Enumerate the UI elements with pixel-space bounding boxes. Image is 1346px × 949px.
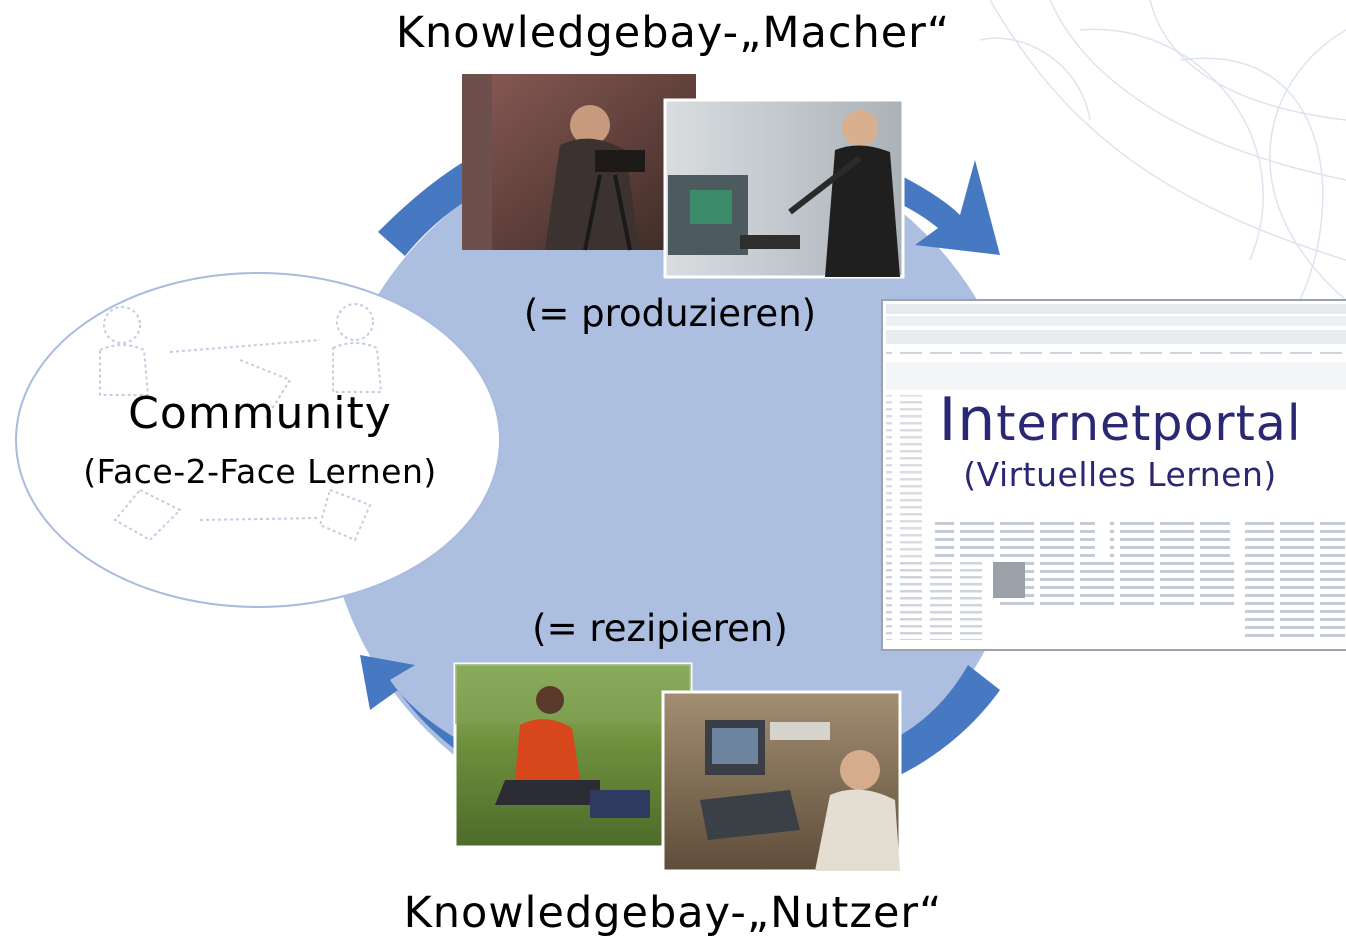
produce-label: (= produzieren): [523, 292, 817, 335]
receive-label: (= rezipieren): [532, 607, 788, 650]
arrow-bottom-right: [888, 665, 1000, 775]
photo-man-laptop-desk: [661, 690, 902, 873]
community-ellipse: [15, 272, 501, 608]
top-label-makers: Knowledgebay-„Macher“: [395, 8, 951, 58]
portal-title-initial: In: [938, 385, 997, 455]
cycle-disc: [324, 130, 1028, 834]
photo-cameraman: [462, 74, 696, 251]
arrow-bottom-left: [360, 655, 470, 760]
screenshot-knowledgebay-portal: [881, 299, 1346, 651]
arrow-top-right: [878, 160, 1000, 255]
cycle-arrows: [360, 155, 1000, 775]
photo-woman-laptop-park: [453, 662, 693, 849]
background-swirls: [979, 0, 1346, 301]
portal-title: Internetportal: [885, 385, 1346, 455]
bottom-label-users: Knowledgebay-„Nutzer“: [403, 888, 943, 938]
community-title: Community: [128, 388, 392, 439]
community-group: [15, 272, 501, 608]
portal-title-rest: ternetportal: [996, 395, 1302, 452]
photo-sound-recordist: [663, 98, 905, 279]
community-figures-icon: [99, 303, 383, 542]
community-subtitle: (Face-2-Face Lernen): [83, 452, 437, 491]
arrow-top-left: [378, 155, 488, 256]
portal-subtitle: (Virtuelles Lernen): [963, 455, 1277, 494]
